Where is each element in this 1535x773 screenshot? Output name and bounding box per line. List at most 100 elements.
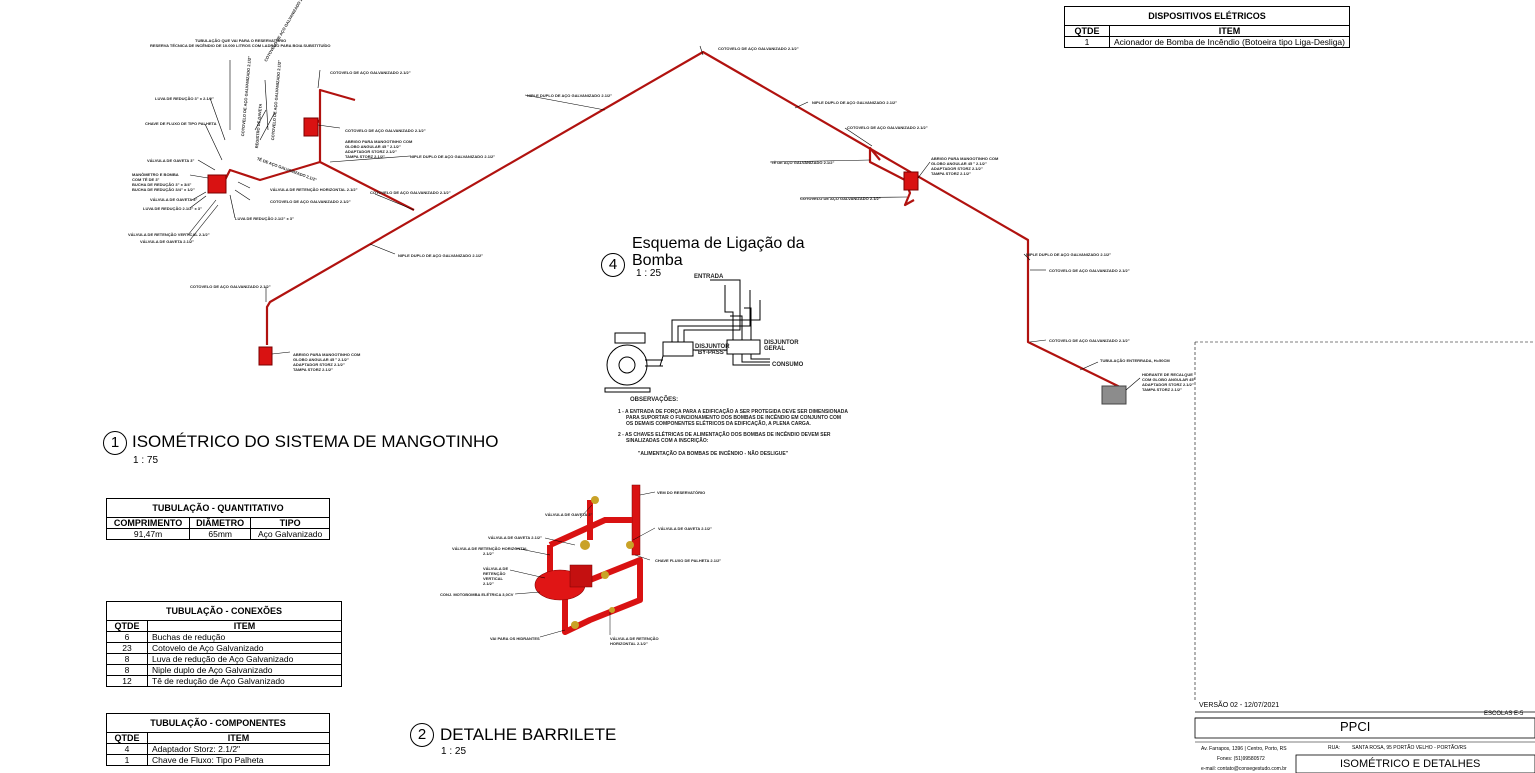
iso-label: TAMPA STORZ 2.1/2" <box>345 154 385 159</box>
wiring-label-geral: GERAL <box>764 346 785 352</box>
observation-line: OS DEMAIS COMPONENTES ELÉTRICOS DA EDIFI… <box>626 421 811 427</box>
street-label: RUA: <box>1328 745 1340 751</box>
wiring-label-entrada: ENTRADA <box>694 274 724 280</box>
table-cell: Tê de redução de Aço Galvanizado <box>147 675 342 687</box>
observations-title: OBSERVAÇÕES: <box>630 397 679 403</box>
table-cell: 23 <box>106 642 148 654</box>
iso-label: COTOVELO DE AÇO GALVANIZADO 2.1/2" <box>370 190 451 195</box>
table-cell: 1 <box>1064 36 1110 48</box>
table-cell: Aço Galvanizado <box>250 528 330 540</box>
iso-label: ADAPTADOR STORZ 2.1/2" <box>293 362 345 367</box>
iso-label: GLOBO ANGULAR 45 ° 2.1/2" <box>931 161 987 166</box>
iso-label: RESERVA TÉCNICA DE INCÊNDIO DE 10.000 LI… <box>150 43 331 48</box>
table-cell: 12 <box>106 675 148 687</box>
table-cell: 6 <box>106 631 148 643</box>
iso-label: TAMPA STORZ 2.1/2" <box>1142 387 1182 392</box>
iso-label: ADAPTADOR STORZ 2.1/2" <box>345 149 397 154</box>
iso-label: COM GLOBO ANGULAR 45° <box>1142 377 1196 382</box>
table-row: 91,47m 65mm Aço Galvanizado <box>105 528 330 540</box>
table-title: TUBULAÇÃO - CONEXÕES <box>106 601 342 621</box>
barrilete-label: VÁLVULA DE GAVETA 3" <box>545 512 593 517</box>
version-text: VERSÃO 02 - 12/07/2021 <box>1199 702 1280 709</box>
school-code: ESCOLAS E-5 <box>1484 711 1524 717</box>
wiring-label-geral: DISJUNTOR <box>764 340 799 346</box>
project-name: PPCI <box>1340 719 1371 734</box>
barrilete-detail <box>509 484 656 638</box>
view-title: ISOMÉTRICO DO SISTEMA DE MANGOTINHO <box>132 432 499 451</box>
col-header: QTDE <box>106 620 148 632</box>
table-title: DISPOSITIVOS ELÉTRICOS <box>1064 6 1350 26</box>
bypass-breaker-box <box>662 341 694 357</box>
view-number-circle: 4 <box>601 253 625 277</box>
barrilete-label: 2.1/2" <box>483 551 494 556</box>
view-scale: 1 : 75 <box>133 455 159 466</box>
barrilete-label: VERTICAL <box>483 576 503 581</box>
main-breaker-box <box>726 339 761 355</box>
pump-wiring-schematic <box>604 279 770 393</box>
main-pipe-run <box>265 50 1123 389</box>
pump-motor-inner <box>618 356 636 374</box>
view-title: Bomba <box>632 252 683 269</box>
barrilete-label: VÁLVULA DE GAVETA 2.1/2" <box>658 526 713 531</box>
hose-cabinet-2 <box>303 117 319 137</box>
pump-body <box>614 332 646 344</box>
iso-label: NIPLE DUPLO DE AÇO GALVANIZADO 2.1/2" <box>527 93 613 98</box>
iso-label: BUCHA DE REDUÇÃO 3" x 3/4" <box>132 182 192 187</box>
col-header: ITEM <box>147 732 330 744</box>
view-number-circle: 2 <box>410 723 434 747</box>
barrilete-label: VÁLVULA DE <box>483 566 509 571</box>
iso-label: COTOVELO DE AÇO GALVANIZADO 2.1/2" <box>718 46 799 51</box>
pump-motor-circle <box>606 344 648 386</box>
table-cell: Luva de redução de Aço Galvanizado <box>147 653 342 665</box>
iso-label: GLOBO ANGULAR 45 ° 2.1/2" <box>345 144 401 149</box>
title-block-frame <box>1194 341 1535 773</box>
iso-label: COTOVELO DE AÇO GALVANIZADO 2.1/2" <box>345 128 426 133</box>
fire-dept-connection <box>1101 385 1127 405</box>
iso-label: HIDRANTE DE RECALQUE <box>1142 372 1193 377</box>
col-header: DIÂMETRO <box>189 517 252 529</box>
iso-label: COTOVELO DE AÇO GALVANIZADO 2.1/2" <box>330 70 411 75</box>
electrical-devices-table: DISPOSITIVOS ELÉTRICOS QTDE ITEM 1 Acion… <box>1064 6 1351 48</box>
observation-line: 1 - A ENTRADA DE FORÇA PARA A EDIFICAÇÃO… <box>618 409 849 415</box>
iso-label: COTOVELO DE AÇO GALVANIZADO 2.1/2" <box>800 196 881 201</box>
table-cell: 91,47m <box>105 528 191 540</box>
barrilete-label: VEM DO RESERVATÓRIO <box>657 490 706 495</box>
wiring-label-consumo: CONSUMO <box>772 362 804 368</box>
col-header: QTDE <box>106 732 148 744</box>
iso-label: COTOVELO DE AÇO GALVANIZADO 2.1/2" <box>1049 338 1130 343</box>
table-cell: Adaptador Storz: 2.1/2" <box>147 743 330 755</box>
iso-label: CHAVE DE FLUXO DE TIPO PALHETA <box>145 121 217 126</box>
table-cell: Niple duplo de Aço Galvanizado <box>147 664 342 676</box>
iso-leader-lines <box>187 45 1141 391</box>
iso-label: ADAPTADOR STORZ 2.1/2" <box>1142 382 1194 387</box>
view-scale: 1 : 25 <box>636 268 662 279</box>
hose-cabinet-1 <box>258 346 273 366</box>
iso-label: COTOVELO DE AÇO GALVANIZADO 2.1/2" <box>847 125 928 130</box>
table-title: TUBULAÇÃO - QUANTITATIVO <box>106 498 330 518</box>
table-cell: Acionador de Bomba de Incêndio (Botoeira… <box>1108 36 1351 48</box>
office-phone: Fones: (51)99580572 <box>1217 756 1265 762</box>
table-cell: Buchas de redução <box>147 631 342 643</box>
branch-left-up <box>318 88 415 211</box>
iso-label: NIPLE DUPLO DE AÇO GALVANIZADO 2.1/2" <box>398 253 484 258</box>
iso-label: ABRIGO PARA MANGOTINHO COM <box>293 352 361 357</box>
iso-label: NIPLE DUPLO DE AÇO GALVANIZADO 2.1/2" <box>1026 252 1112 257</box>
table-row: 1 Acionador de Bomba de Incêndio (Botoei… <box>1064 36 1351 48</box>
iso-label: VÁLVULA DE RETENÇÃO HORIZONTAL 2.1/2" <box>270 187 358 192</box>
iso-label: MANÔMETRO E BOMBA <box>132 172 179 177</box>
table-title: TUBULAÇÃO - COMPONENTES <box>106 713 330 733</box>
col-header: ITEM <box>147 620 342 632</box>
iso-label: LUVA DE REDUÇÃO 3" x 2.1/2" <box>155 96 214 101</box>
pump-assembly-iso <box>207 174 227 194</box>
office-email: e-mail: contato@consegestudo.com.br <box>1201 766 1287 772</box>
barrilete-label: HORIZONTAL 2.1/2" <box>610 641 648 646</box>
view-number-circle: 1 <box>103 431 127 455</box>
iso-label: TUBULAÇÃO ENTERRADA, H=50CM <box>1100 358 1170 363</box>
